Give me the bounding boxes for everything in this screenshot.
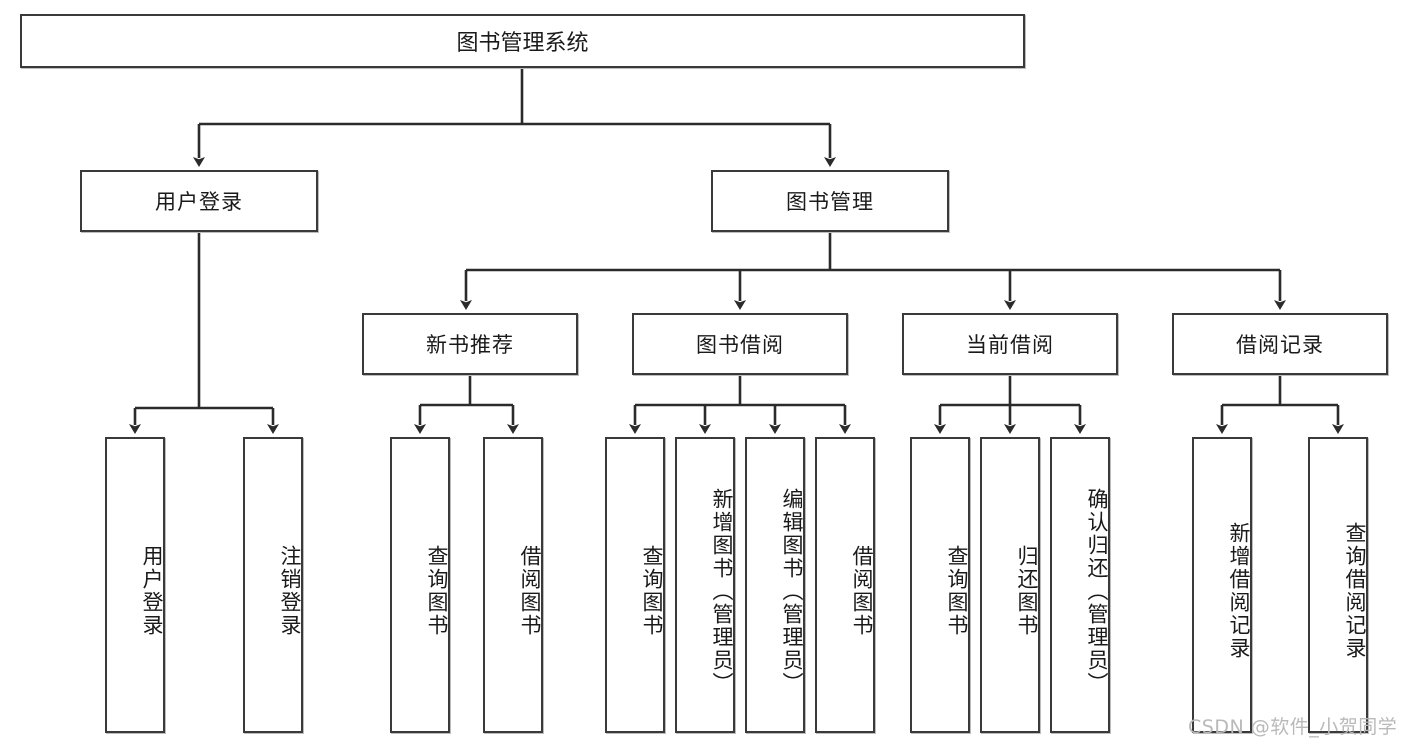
node-user-login[interactable]: 用户登录 [80,170,318,232]
node-label: 查询图书 [425,545,449,637]
node-label: 借阅图书 [850,545,874,637]
node-new-book-recommend[interactable]: 新书推荐 [362,313,578,375]
node-label: 新增借阅记录 [1227,522,1251,660]
node-label: 图书管理系统 [456,31,589,56]
leaf-borrow-record-add[interactable]: 新增借阅记录 [1192,437,1252,733]
node-label: 图书管理 [786,190,874,214]
node-label: 图书借阅 [696,333,784,357]
leaf-book-borrow-edit[interactable]: 编辑图书（管理员） [745,437,805,733]
leaf-book-borrow-query[interactable]: 查询图书 [605,437,665,733]
node-label: 借阅记录 [1236,333,1324,357]
leaf-book-borrow-borrow[interactable]: 借阅图书 [815,437,875,733]
node-label: 查询图书 [640,545,664,637]
node-label: 注销登录 [278,545,302,637]
leaf-borrow-record-query[interactable]: 查询借阅记录 [1308,437,1368,733]
leaf-new-book-borrow[interactable]: 借阅图书 [483,437,543,733]
node-label: 编辑图书（管理员） [780,487,804,695]
leaf-current-borrow-confirm-return[interactable]: 确认归还（管理员） [1050,437,1110,733]
leaf-user-login-login[interactable]: 用户登录 [105,437,165,733]
node-label: 用户登录 [155,190,243,214]
node-book-borrow[interactable]: 图书借阅 [632,313,848,375]
leaf-new-book-query[interactable]: 查询图书 [390,437,450,733]
leaf-user-login-logout[interactable]: 注销登录 [243,437,303,733]
node-label: 查询借阅记录 [1343,522,1367,660]
node-borrow-record[interactable]: 借阅记录 [1172,313,1388,375]
node-root-book-management-system[interactable]: 图书管理系统 [20,14,1025,68]
node-label: 查询图书 [945,545,969,637]
leaf-book-borrow-add[interactable]: 新增图书（管理员） [675,437,735,733]
node-label: 借阅图书 [518,545,542,637]
node-label: 当前借阅 [966,333,1054,357]
node-label: 新增图书（管理员） [710,487,734,695]
node-label: 用户登录 [140,545,164,637]
node-label: 新书推荐 [426,333,514,357]
node-current-borrow[interactable]: 当前借阅 [902,313,1118,375]
node-book-management[interactable]: 图书管理 [711,170,949,232]
leaf-current-borrow-query[interactable]: 查询图书 [910,437,970,733]
csdn-watermark: CSDN @软件_小贺同学 [1188,716,1398,738]
node-label: 确认归还（管理员） [1085,487,1109,695]
leaf-current-borrow-return[interactable]: 归还图书 [980,437,1040,733]
node-label: 归还图书 [1015,545,1039,637]
